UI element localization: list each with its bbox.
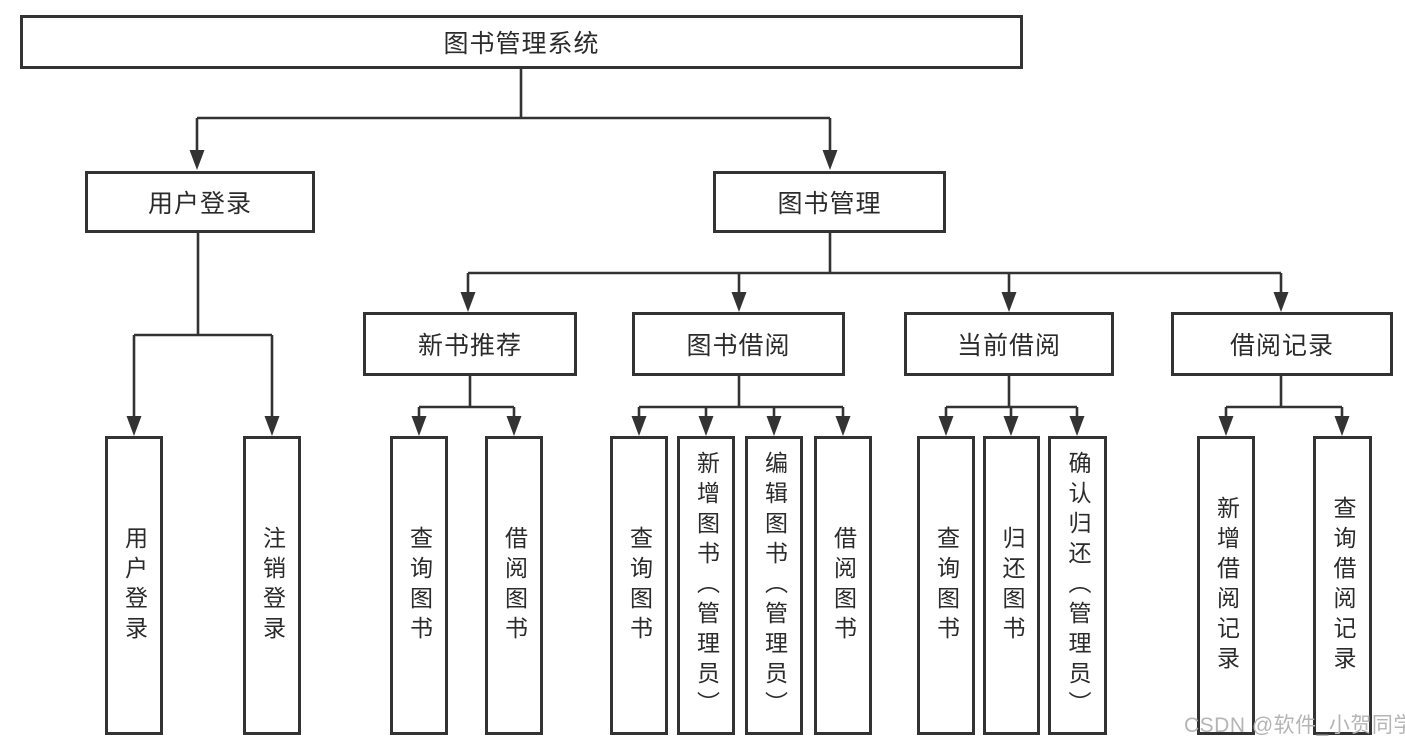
leaf-confirm-return-admin: 确认归还（管理员） bbox=[1048, 436, 1107, 735]
leaf-add-borrow-record: 新增借阅记录 bbox=[1197, 436, 1255, 735]
node-book-borrowing: 图书借阅 bbox=[632, 312, 845, 376]
node-root-library-system: 图书管理系统 bbox=[20, 15, 1023, 69]
node-root-label: 图书管理系统 bbox=[443, 30, 600, 58]
leaf-query-books-borrowing: 查询图书 bbox=[610, 436, 668, 735]
leaf-query-borrow-record: 查询借阅记录 bbox=[1313, 436, 1372, 735]
leaf-add-books-admin-label: 新增图书（管理员） bbox=[693, 450, 720, 721]
leaf-edit-books-admin: 编辑图书（管理员） bbox=[745, 436, 803, 735]
node-book-borrowing-label: 图书借阅 bbox=[686, 332, 791, 360]
leaf-borrow-books-borrowing: 借阅图书 bbox=[814, 436, 872, 735]
leaf-return-books-label: 归还图书 bbox=[999, 525, 1025, 646]
node-current-borrowing: 当前借阅 bbox=[904, 312, 1114, 376]
csdn-watermark: CSDN @软件_小贺同学 bbox=[1184, 714, 1405, 737]
node-book-management: 图书管理 bbox=[713, 171, 946, 233]
leaf-logout-label: 注销登录 bbox=[259, 525, 286, 646]
leaf-query-books-recommend: 查询图书 bbox=[390, 436, 448, 735]
node-current-borrowing-label: 当前借阅 bbox=[956, 332, 1061, 360]
node-new-book-recommend: 新书推荐 bbox=[363, 312, 577, 376]
leaf-confirm-return-admin-label: 确认归还（管理员） bbox=[1065, 450, 1091, 721]
leaf-user-login: 用户登录 bbox=[105, 436, 163, 735]
node-new-book-recommend-label: 新书推荐 bbox=[417, 332, 522, 360]
leaf-edit-books-admin-label: 编辑图书（管理员） bbox=[761, 450, 788, 721]
leaf-add-books-admin: 新增图书（管理员） bbox=[677, 436, 735, 735]
leaf-user-login-label: 用户登录 bbox=[121, 525, 148, 646]
node-borrowing-records-label: 借阅记录 bbox=[1229, 332, 1334, 360]
leaf-borrow-books-borrowing-label: 借阅图书 bbox=[830, 525, 857, 646]
leaf-borrow-books-recommend-label: 借阅图书 bbox=[501, 525, 528, 646]
node-book-management-label: 图书管理 bbox=[777, 190, 882, 218]
leaf-borrow-books-recommend: 借阅图书 bbox=[485, 436, 543, 735]
leaf-query-books-recommend-label: 查询图书 bbox=[406, 525, 433, 646]
node-user-login: 用户登录 bbox=[85, 171, 315, 233]
node-user-login-label: 用户登录 bbox=[147, 190, 252, 218]
leaf-query-books-borrowing-label: 查询图书 bbox=[626, 525, 653, 646]
leaf-query-books-current-label: 查询图书 bbox=[933, 525, 960, 646]
leaf-add-borrow-record-label: 新增借阅记录 bbox=[1213, 495, 1240, 676]
leaf-logout: 注销登录 bbox=[243, 436, 301, 735]
node-borrowing-records: 借阅记录 bbox=[1171, 312, 1393, 376]
leaf-return-books: 归还图书 bbox=[983, 436, 1040, 735]
leaf-query-borrow-record-label: 查询借阅记录 bbox=[1330, 495, 1356, 676]
leaf-query-books-current: 查询图书 bbox=[917, 436, 975, 735]
